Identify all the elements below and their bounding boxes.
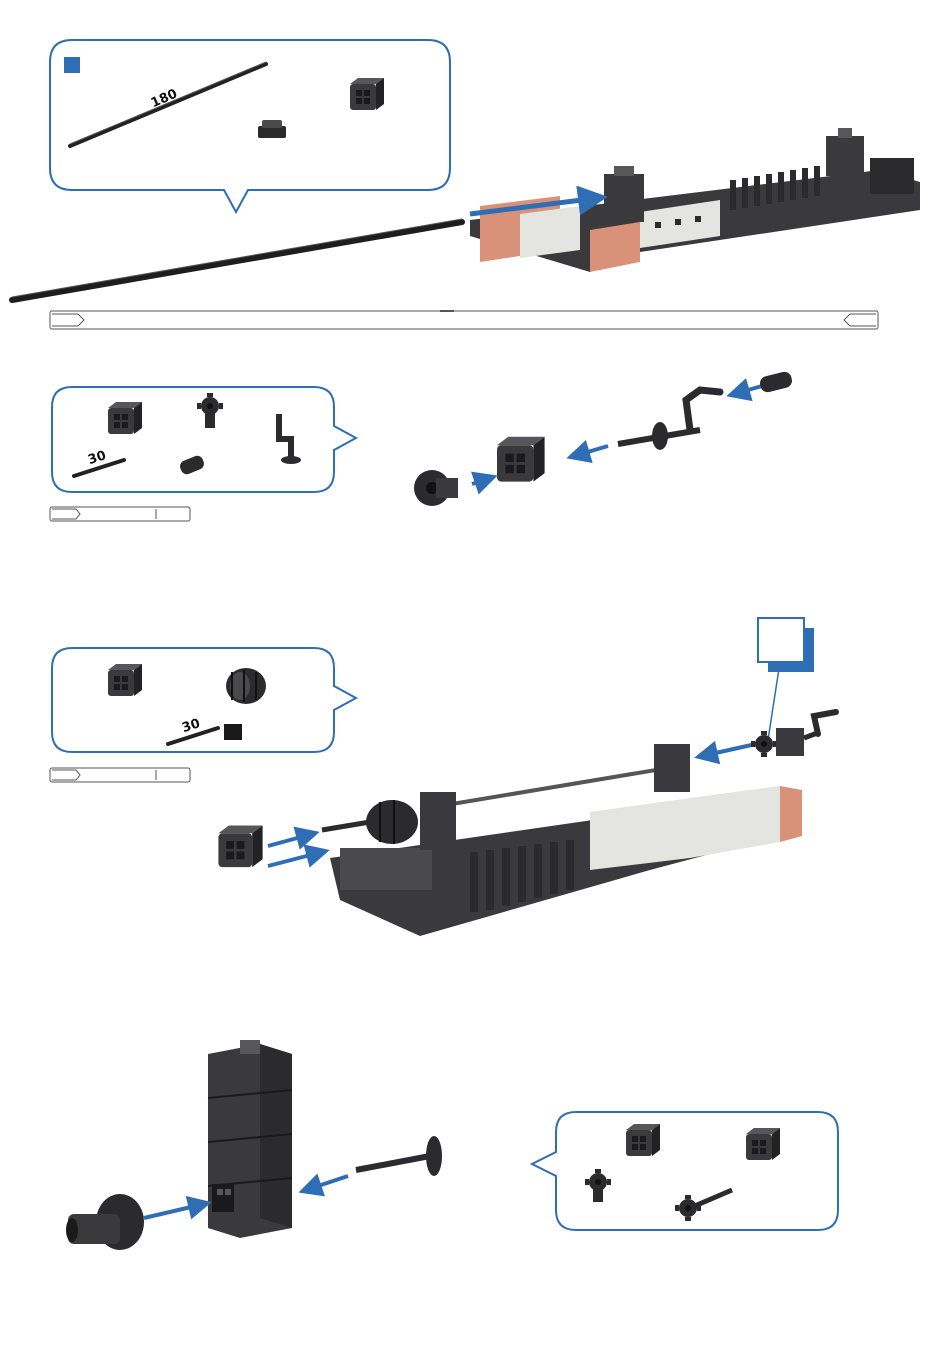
cube-insert-arrow-upper xyxy=(268,834,312,846)
axle-with-gear xyxy=(356,1136,442,1176)
axle-scale-ruler-30b xyxy=(50,768,190,782)
tall-block-stack xyxy=(208,1040,292,1238)
cube-connector-part xyxy=(626,1124,660,1156)
step4-assembly xyxy=(66,1040,442,1250)
crank-with-axle xyxy=(618,390,720,450)
axle-scale-ruler-30 xyxy=(50,507,190,521)
step2-assembly xyxy=(414,370,793,506)
cube-connector-part-2 xyxy=(746,1128,780,1160)
cube-connector-assembly xyxy=(497,437,545,482)
step-color-square xyxy=(64,57,80,73)
crank-insert-arrow xyxy=(702,744,756,756)
worm-gear-part xyxy=(226,668,266,704)
cube-connector-part xyxy=(108,664,142,696)
bushing-insert-arrow xyxy=(734,386,762,394)
step4-parts-bubble xyxy=(532,1112,838,1230)
step3-parts-bubble: 30 xyxy=(52,648,356,752)
gear-with-hub xyxy=(414,470,458,506)
axle-scale-ruler-180 xyxy=(50,311,878,329)
step1-parts-bubble: 180 xyxy=(50,40,450,212)
cube-connector-part xyxy=(108,402,142,434)
cube-connector-assembly xyxy=(218,826,262,868)
gear-with-hub xyxy=(66,1194,144,1250)
crank-insert-arrow xyxy=(574,446,608,456)
black-color-square xyxy=(224,724,242,740)
cube-connector-part xyxy=(350,78,384,110)
step2-parts-bubble: 30 xyxy=(52,387,356,492)
gear-insert-arrow xyxy=(472,478,490,484)
bushing-assembly xyxy=(759,370,794,393)
cube-insert-arrow-lower xyxy=(268,852,322,866)
crank-subassembly xyxy=(752,712,836,756)
clip-connector-part xyxy=(258,120,286,138)
axle-insert-arrow xyxy=(306,1176,348,1190)
sub-assembly-callout xyxy=(758,618,814,740)
gear-insert-arrow xyxy=(144,1204,204,1218)
